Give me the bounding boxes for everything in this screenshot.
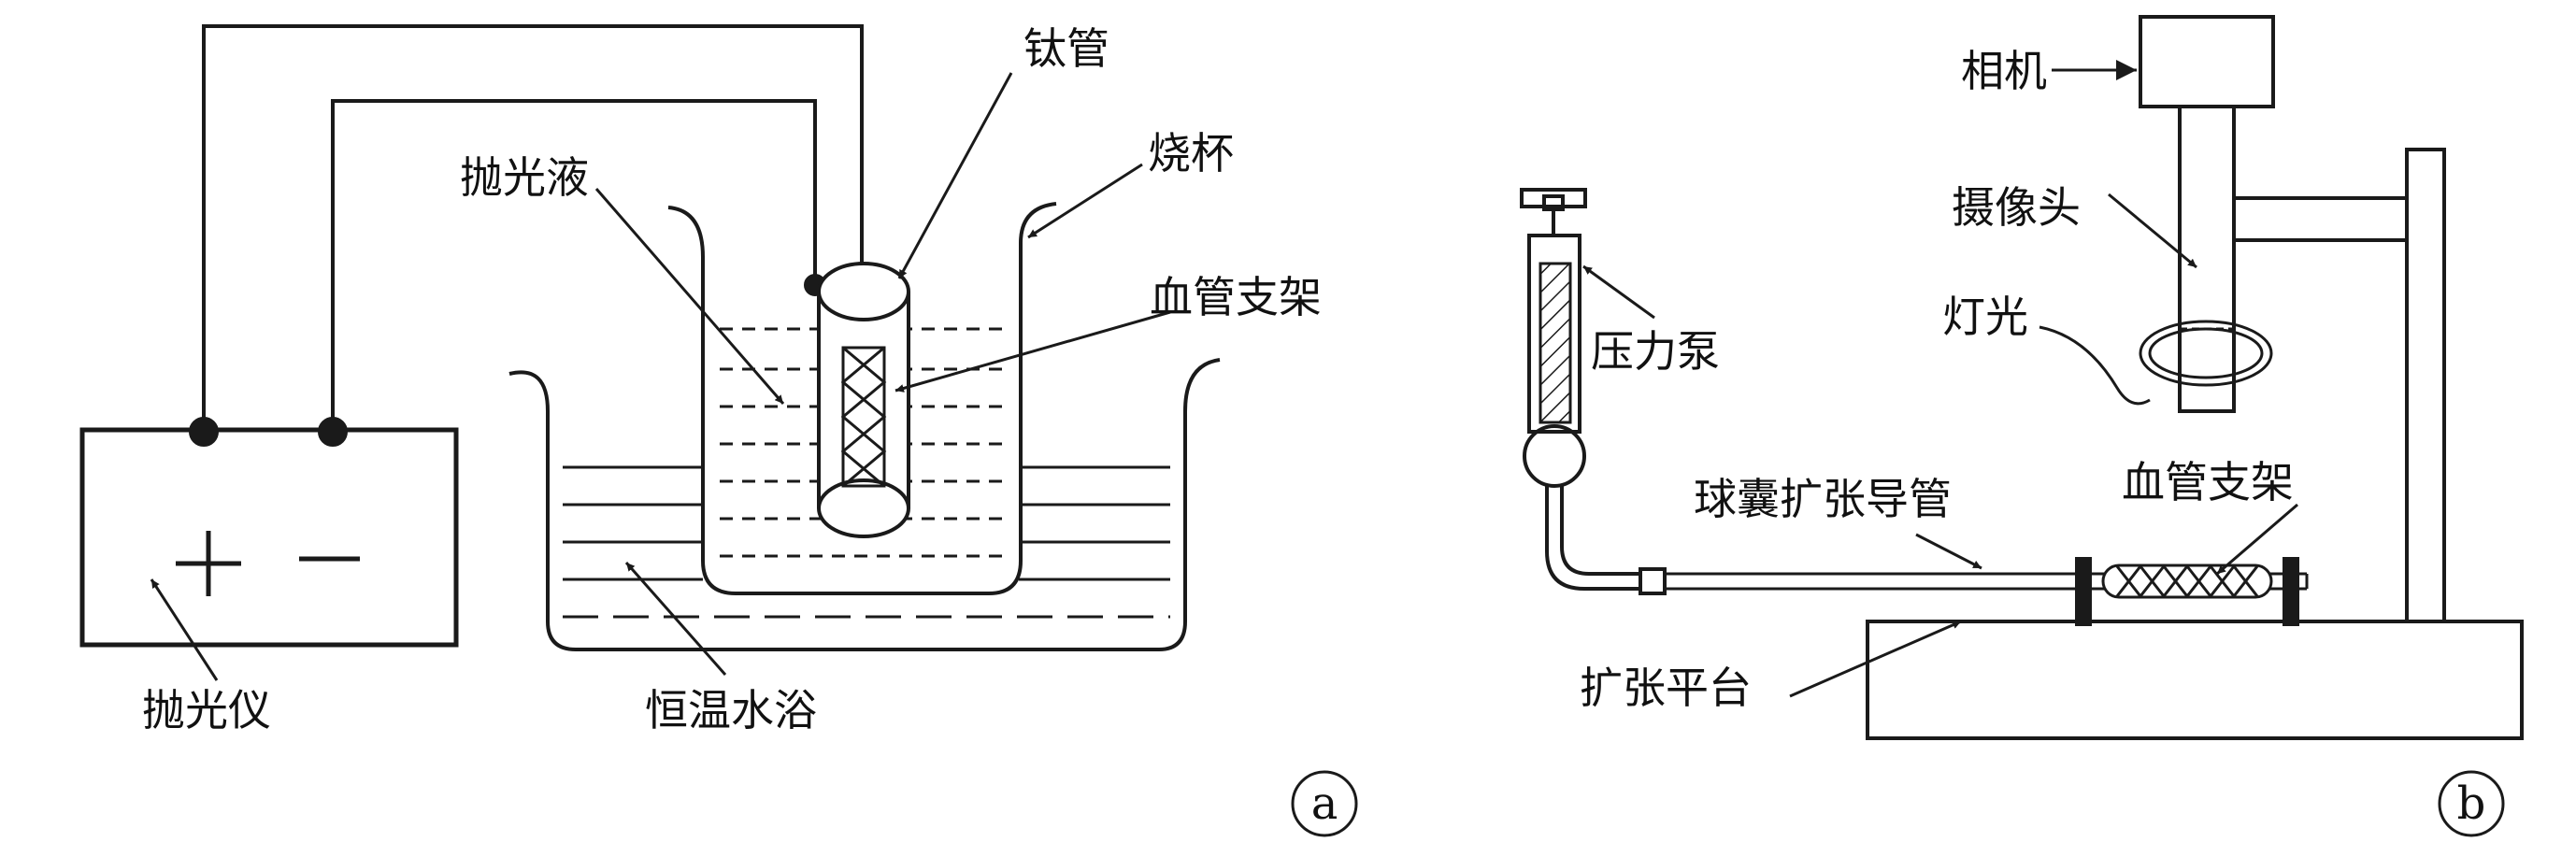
- leaders-b: [1582, 60, 2298, 698]
- positive-symbol: +: [180, 520, 243, 607]
- leaders-a: [150, 72, 1171, 681]
- panel-a-tag-circle: [1291, 770, 1358, 837]
- clamp-left: [2075, 557, 2092, 626]
- terminal-negative: [318, 417, 348, 447]
- expansion-platform: [1866, 620, 2524, 740]
- terminal-positive: [189, 417, 219, 447]
- label-titanium-tube: 钛管: [1023, 23, 1109, 74]
- clamp-right: [2283, 557, 2299, 626]
- label-water-bath: 恒温水浴: [645, 685, 817, 735]
- label-pressure-pump: 压力泵: [1591, 326, 1720, 377]
- titanium-tube: [817, 262, 910, 538]
- water-level-lines: [563, 465, 1170, 619]
- label-stent-b: 血管支架: [2122, 457, 2294, 507]
- stand-arm: [2232, 196, 2409, 242]
- panel-a-tag: a: [1311, 778, 1338, 830]
- label-light: 灯光: [1942, 292, 2028, 342]
- label-stent-a: 血管支架: [1150, 272, 1322, 322]
- stent-mesh-a: [840, 346, 887, 488]
- label-platform: 扩张平台: [1580, 663, 1752, 713]
- panel-b-tag-circle: [2438, 770, 2505, 837]
- camera-body: [2139, 15, 2275, 108]
- stand-post: [2405, 148, 2446, 623]
- negative-symbol: −: [299, 515, 362, 602]
- label-beaker: 烧杯: [1148, 128, 1234, 178]
- beaker: [667, 202, 1057, 595]
- panel-b-tag: b: [2457, 778, 2486, 830]
- wire-negative: [331, 99, 817, 432]
- ring-light: [2139, 320, 2273, 387]
- label-camera: 相机: [1961, 46, 2047, 96]
- label-lens: 摄像头: [1952, 182, 2081, 233]
- water-bath-vessel: [508, 358, 1221, 651]
- camera-lens-tube: [2178, 105, 2236, 413]
- panel-a: [79, 24, 1358, 837]
- label-balloon-catheter: 球囊扩张导管: [1694, 474, 1952, 524]
- stent-mesh-b: [2101, 564, 2273, 599]
- panel-b: [1520, 15, 2524, 837]
- wire-positive: [202, 24, 864, 432]
- polisher-box: [79, 427, 459, 648]
- label-polishing-solution: 抛光液: [460, 152, 589, 203]
- pressure-pump: [1520, 188, 1667, 595]
- label-polisher: 抛光仪: [142, 685, 271, 735]
